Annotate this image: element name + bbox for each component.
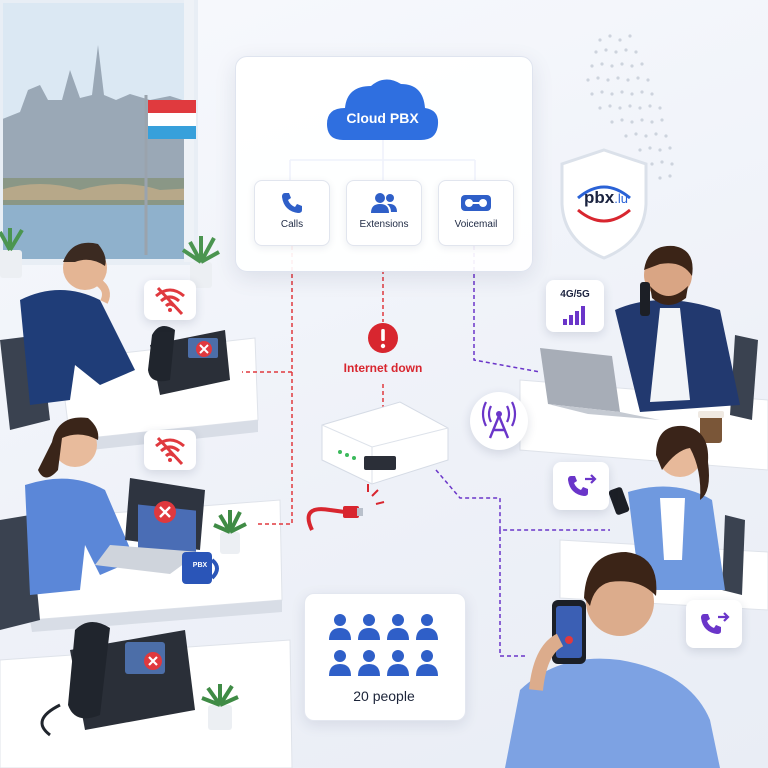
users-icon [371,193,397,213]
luxembourg-dot-map [586,34,674,180]
desk-phone-bottom [40,621,195,737]
people-grid [329,614,438,676]
person-man-mobile [615,245,740,412]
error-x-icon [154,501,176,523]
cloud-pbx-label: Cloud PBX [346,110,419,126]
feature-extensions-label: Extensions [359,219,409,230]
phone-icon [282,193,302,213]
feature-calls-label: Calls [280,219,304,230]
feature-voicemail-card[interactable]: Voicemail [438,180,514,246]
shield-icon [560,148,648,260]
call-forward-badge-bottom [686,600,742,648]
cell-tower-icon [481,401,517,439]
wifi-off-icon [155,286,185,316]
coffee-cup [698,411,724,443]
call-forward-icon [568,474,597,496]
unplugged-cable [306,484,385,531]
person-man-smartphone [505,552,720,768]
internet-down-label: Internet down [343,361,423,375]
voicemail-icon [461,195,491,211]
no-wifi-badge-middle [144,430,196,470]
brand-suffix: .lu [614,191,628,206]
call-forward-icon [701,612,730,634]
flag [144,95,196,255]
feature-extensions-card[interactable]: Extensions [346,180,422,246]
mobile-network-label: 4G/5G [560,289,590,300]
brand-name: pbx [584,188,615,207]
cloud-icon[interactable] [325,74,440,142]
feature-voicemail-label: Voicemail [454,219,498,230]
error-x-icon [196,341,212,357]
cell-tower-badge [470,392,528,450]
error-x-icon [144,652,162,670]
no-wifi-badge-top [144,280,196,320]
mug-label: PBX [192,562,208,569]
person-woman-smartphone [608,425,725,590]
person-icon [329,614,438,676]
person-man-desk-phone [20,242,135,405]
router [321,401,449,485]
call-forward-badge-top [553,462,609,510]
exclamation-icon [368,323,398,353]
pbx-mug [182,552,219,584]
laptop-right [540,348,660,420]
wifi-off-icon [155,436,185,466]
signal-bars-icon [563,306,585,325]
team-size-card [304,593,466,721]
feature-calls-card[interactable]: Calls [254,180,330,246]
plants [0,228,247,730]
team-size-label: 20 people [353,688,415,704]
brand-logo-text: pbx.lu [566,188,646,208]
